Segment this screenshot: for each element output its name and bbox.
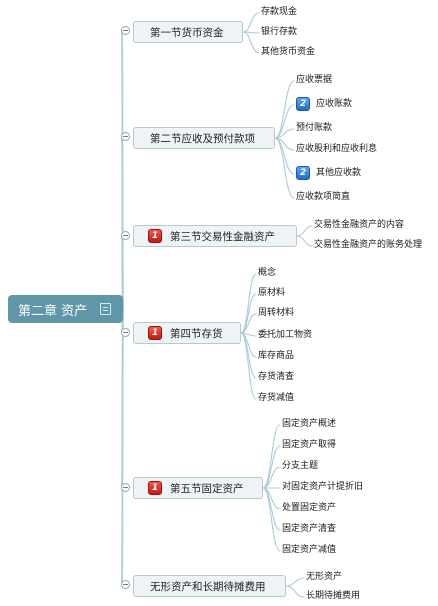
leaf-topic[interactable]: 原材料 bbox=[258, 288, 286, 298]
collapse-circle-icon[interactable] bbox=[121, 580, 130, 589]
section-topic-fixed-assets[interactable]: 1 第五节固定资产 bbox=[133, 477, 263, 499]
leaf-connector bbox=[285, 577, 305, 587]
leaf-connector bbox=[274, 80, 295, 139]
leaf-topic[interactable]: 存货清查 bbox=[258, 372, 295, 382]
leaf-connector bbox=[242, 12, 260, 33]
leaf-topic[interactable]: 预付账款 bbox=[296, 123, 333, 133]
leaf-topic[interactable]: 固定资产减值 bbox=[282, 545, 337, 555]
leaf-topic[interactable]: 2 应收账款 bbox=[296, 97, 352, 111]
leaf-connector bbox=[285, 585, 305, 598]
section-label: 第一节货币资金 bbox=[150, 26, 224, 39]
root-connector bbox=[121, 308, 124, 586]
note-icon[interactable] bbox=[100, 303, 111, 315]
leaf-connector bbox=[262, 445, 281, 489]
leaf-topic[interactable]: 交易性金融资产的内容 bbox=[314, 220, 405, 230]
leaf-topic[interactable]: 存货减值 bbox=[258, 393, 295, 403]
leaf-topic[interactable]: 应收款项简直 bbox=[296, 192, 351, 202]
leaf-topic[interactable]: 固定资产取得 bbox=[282, 440, 337, 450]
leaf-connector bbox=[274, 137, 295, 199]
leaf-topic[interactable]: 库存商品 bbox=[258, 351, 295, 361]
leaf-connector bbox=[262, 487, 281, 531]
section-topic-monetary-funds[interactable]: 第一节货币资金 bbox=[133, 21, 243, 43]
leaf-topic[interactable]: 存款现金 bbox=[261, 7, 298, 17]
leaf-connector bbox=[262, 466, 281, 489]
section-topic-trading-assets[interactable]: 1 第三节交易性金融资产 bbox=[133, 225, 297, 247]
priority-2-icon: 2 bbox=[296, 97, 310, 111]
leaf-topic[interactable]: 对固定资产计提折旧 bbox=[282, 482, 364, 492]
leaf-topic[interactable]: 固定资产概述 bbox=[282, 419, 337, 429]
collapse-circle-icon[interactable] bbox=[121, 328, 130, 337]
leaf-topic[interactable]: 其他货币资金 bbox=[261, 47, 316, 57]
priority-1-icon: 1 bbox=[148, 229, 162, 243]
section-label: 无形资产和长期待摊费用 bbox=[150, 580, 266, 593]
section-label: 第三节交易性金融资产 bbox=[170, 230, 275, 243]
leaf-topic[interactable]: 分支主题 bbox=[282, 461, 319, 471]
priority-1-icon: 1 bbox=[148, 326, 162, 340]
leaf-connector bbox=[274, 104, 295, 139]
section-label: 第二节应收及预付款项 bbox=[150, 132, 255, 145]
leaf-topic[interactable]: 固定资产清查 bbox=[282, 524, 337, 534]
leaf-connector bbox=[242, 31, 260, 54]
section-topic-receivables[interactable]: 第二节应收及预付款项 bbox=[133, 127, 275, 149]
section-topic-intangible-assets[interactable]: 无形资产和长期待摊费用 bbox=[133, 575, 286, 597]
section-label: 第五节固定资产 bbox=[170, 482, 244, 495]
collapse-circle-icon[interactable] bbox=[121, 26, 130, 35]
section-label: 第四节存货 bbox=[170, 327, 223, 340]
collapse-circle-icon[interactable] bbox=[121, 231, 130, 240]
priority-2-icon: 2 bbox=[296, 166, 310, 180]
leaf-connector bbox=[296, 235, 313, 247]
leaf-connector bbox=[240, 313, 257, 334]
section-topic-inventory[interactable]: 1 第四节存货 bbox=[133, 322, 241, 344]
root-topic[interactable]: 第二章 资产 bbox=[8, 295, 123, 323]
leaf-connector bbox=[296, 225, 313, 237]
collapse-circle-icon[interactable] bbox=[121, 483, 130, 492]
leaf-connector bbox=[240, 332, 257, 400]
leaf-topic[interactable]: 长期待摊费用 bbox=[306, 591, 361, 601]
leaf-topic[interactable]: 2 其他应收款 bbox=[296, 166, 361, 180]
leaf-topic[interactable]: 处置固定资产 bbox=[282, 503, 337, 513]
leaf-topic[interactable]: 应收票据 bbox=[296, 75, 333, 85]
leaf-topic[interactable]: 周转材料 bbox=[258, 308, 295, 318]
leaf-topic[interactable]: 委托加工物资 bbox=[258, 330, 313, 340]
root-label: 第二章 资产 bbox=[18, 303, 88, 319]
leaf-connector bbox=[240, 293, 257, 334]
priority-1-icon: 1 bbox=[148, 481, 162, 495]
leaf-connector bbox=[262, 487, 281, 552]
collapse-circle-icon[interactable] bbox=[121, 132, 130, 141]
leaf-topic[interactable]: 交易性金融资产的账务处理 bbox=[314, 240, 423, 250]
leaf-topic[interactable]: 应收股利和应收利息 bbox=[296, 144, 378, 154]
leaf-topic[interactable]: 概念 bbox=[258, 268, 277, 278]
leaf-topic[interactable]: 银行存款 bbox=[261, 27, 298, 37]
leaf-topic[interactable]: 无形资产 bbox=[306, 572, 343, 582]
